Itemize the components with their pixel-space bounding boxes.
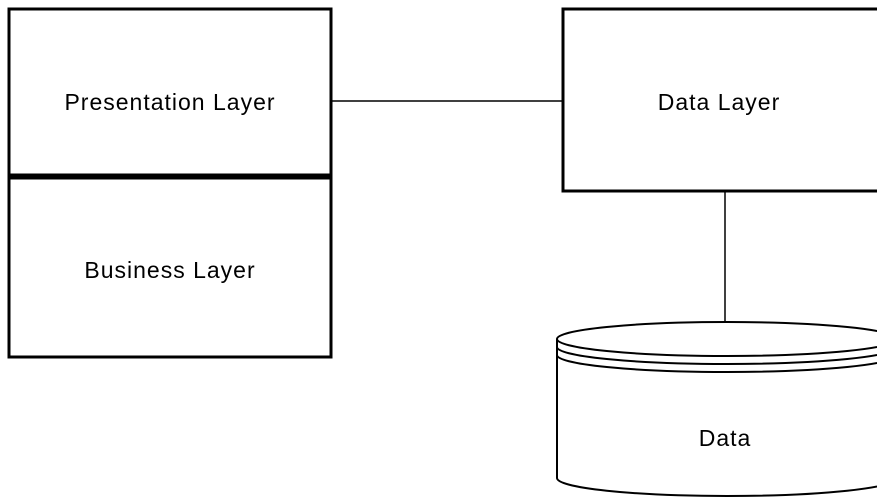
cylinder-ring-2 bbox=[556, 354, 877, 373]
business-layer-box bbox=[7, 176, 333, 359]
business-layer-node: Business Layer bbox=[7, 176, 333, 359]
data-layer-node: Data Layer bbox=[561, 7, 877, 193]
data-store-label: Data bbox=[699, 425, 752, 451]
cylinder-top bbox=[556, 321, 877, 357]
data-layer-box bbox=[561, 7, 877, 193]
data-layer-label: Data Layer bbox=[658, 89, 781, 115]
presentation-layer-node: Presentation Layer bbox=[7, 7, 333, 177]
cylinder-ring-1 bbox=[556, 346, 877, 365]
presentation-layer-box bbox=[7, 7, 333, 177]
business-layer-label: Business Layer bbox=[84, 257, 255, 283]
data-store-cylinder: Data bbox=[556, 321, 877, 497]
cylinder-body bbox=[556, 339, 877, 497]
presentation-layer-label: Presentation Layer bbox=[64, 89, 275, 115]
